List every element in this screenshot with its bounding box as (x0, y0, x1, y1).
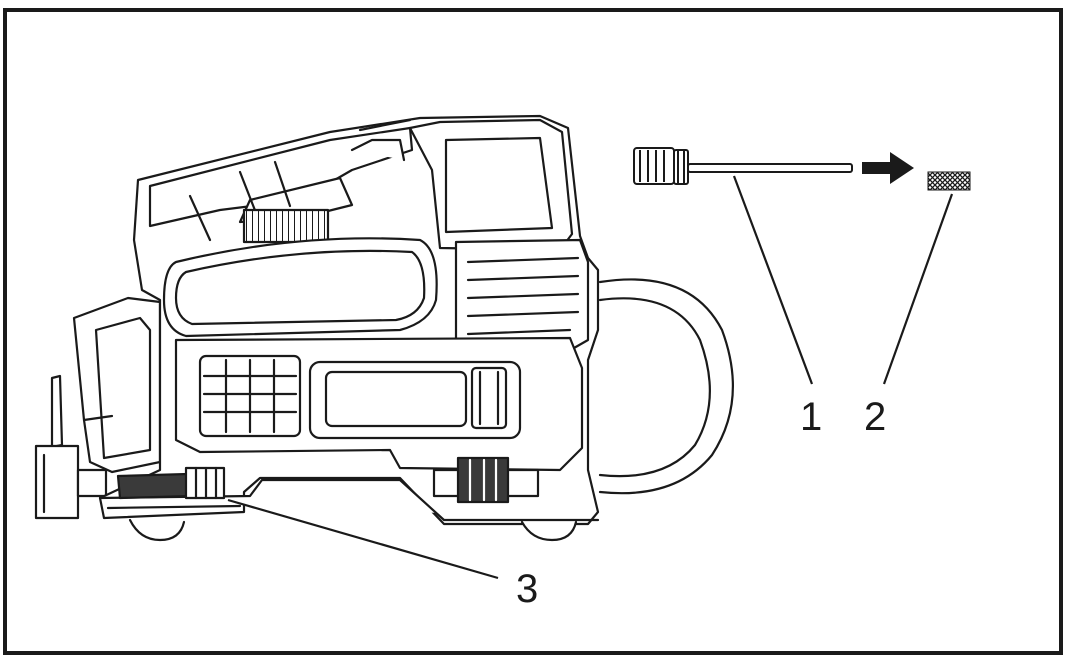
side-vents (454, 238, 590, 358)
air-chuck (34, 374, 108, 520)
callout-label-3: 3 (516, 567, 538, 611)
battery-pack (72, 296, 162, 474)
compressor-drawing (34, 114, 735, 542)
control-recess (308, 360, 522, 440)
leader-lines (227, 175, 954, 580)
callout-label-1: 1 (800, 395, 822, 439)
hose-clip-left (116, 466, 226, 500)
hose-loop (598, 278, 735, 495)
foot-left (128, 518, 186, 542)
leader-line-2 (882, 193, 954, 385)
callout-label-2: 2 (864, 395, 886, 439)
needle-shaft (687, 163, 853, 173)
leader-line-1 (732, 175, 814, 385)
leader-line-3 (227, 498, 499, 580)
filter-mesh (927, 171, 971, 191)
foot-right (520, 520, 578, 542)
arrow-right-icon (862, 152, 914, 184)
hose-clip-right (432, 456, 540, 504)
left-grille (198, 354, 302, 438)
inflation-needle (633, 147, 853, 185)
outer-border (3, 8, 1063, 655)
